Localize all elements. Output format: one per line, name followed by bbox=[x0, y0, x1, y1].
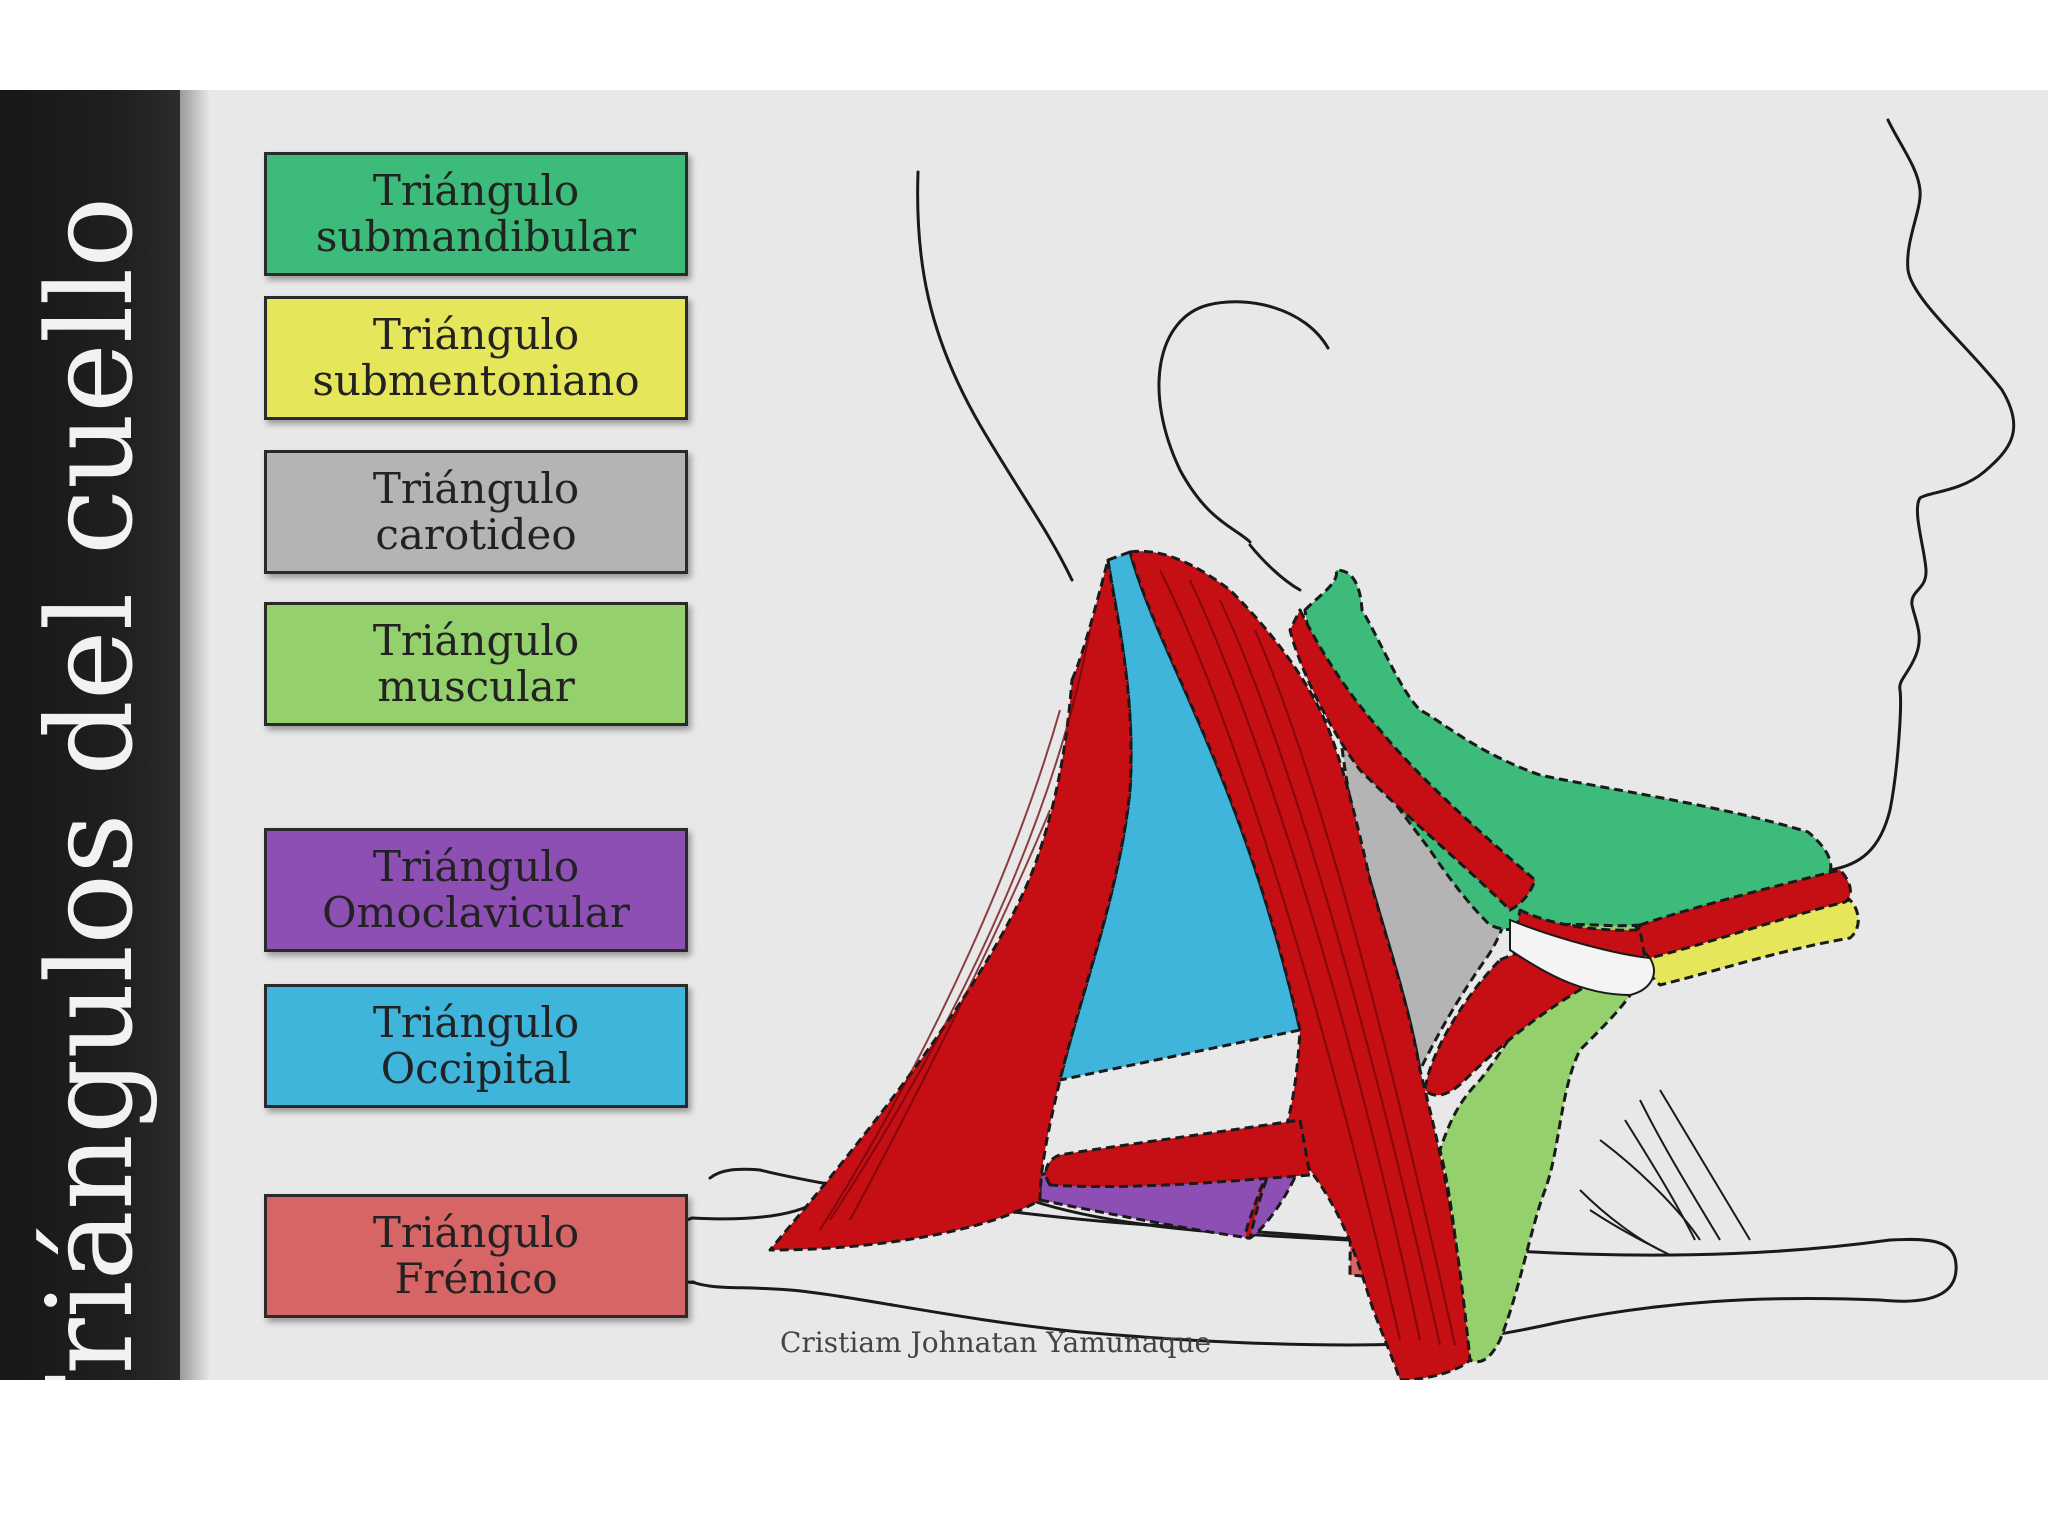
legend-frenico: Triángulo Frénico bbox=[264, 1194, 688, 1318]
omohyoid-inferior-belly bbox=[1044, 1118, 1312, 1189]
legend-frenico-line1: Triángulo bbox=[372, 1208, 580, 1257]
legend-frenico-line2: Frénico bbox=[394, 1254, 558, 1303]
author-credit: Cristiam Johnatan Yamunaque bbox=[780, 1326, 1212, 1359]
posterior-neck-outline bbox=[916, 170, 1074, 582]
legend-omoclavicular: Triángulo Omoclavicular bbox=[264, 828, 688, 952]
sternocleidomastoid-muscle bbox=[1128, 549, 1472, 1380]
legend-submentoniano-line2: submentoniano bbox=[312, 356, 640, 405]
legend-submandibular: Triángulo submandibular bbox=[264, 152, 688, 276]
digastric-posterior-belly bbox=[1288, 608, 1537, 912]
legend-muscular-line1: Triángulo bbox=[372, 616, 580, 665]
legend-muscular-line2: muscular bbox=[377, 662, 575, 711]
legend-submentoniano: Triángulo submentoniano bbox=[264, 296, 688, 420]
face-profile-outline bbox=[1758, 118, 2016, 872]
legend-occipital-line1: Triángulo bbox=[372, 998, 580, 1047]
legend-omoclavicular-line1: Triángulo bbox=[372, 842, 580, 891]
legend-occipital-line2: Occipital bbox=[380, 1044, 572, 1093]
digastric-anterior-belly bbox=[1636, 868, 1852, 960]
legend-submandibular-line1: Triángulo bbox=[372, 166, 580, 215]
neck-diagram bbox=[657, 118, 2016, 1380]
legend-submandibular-line2: submandibular bbox=[315, 212, 637, 261]
sidebar-shadow bbox=[180, 90, 210, 1380]
legend-carotideo: Triángulo carotideo bbox=[264, 450, 688, 574]
title-sidebar: Triángulos del cuello bbox=[0, 90, 180, 1380]
legend-occipital: Triángulo Occipital bbox=[264, 984, 688, 1108]
slide: Triángulos del cuello bbox=[0, 90, 2048, 1380]
legend-submentoniano-line1: Triángulo bbox=[372, 310, 580, 359]
chin-line bbox=[1248, 543, 1302, 592]
ear-outline bbox=[1157, 300, 1330, 544]
hyoid-bone bbox=[1509, 918, 1655, 997]
legend-omoclavicular-line2: Omoclavicular bbox=[322, 888, 630, 937]
trapezius-muscle bbox=[768, 558, 1133, 1252]
legend-muscular: Triángulo muscular bbox=[264, 602, 688, 726]
scalene-outline bbox=[1599, 1139, 1701, 1241]
legend-carotideo-line1: Triángulo bbox=[372, 464, 580, 513]
legend-carotideo-line2: carotideo bbox=[375, 510, 577, 559]
